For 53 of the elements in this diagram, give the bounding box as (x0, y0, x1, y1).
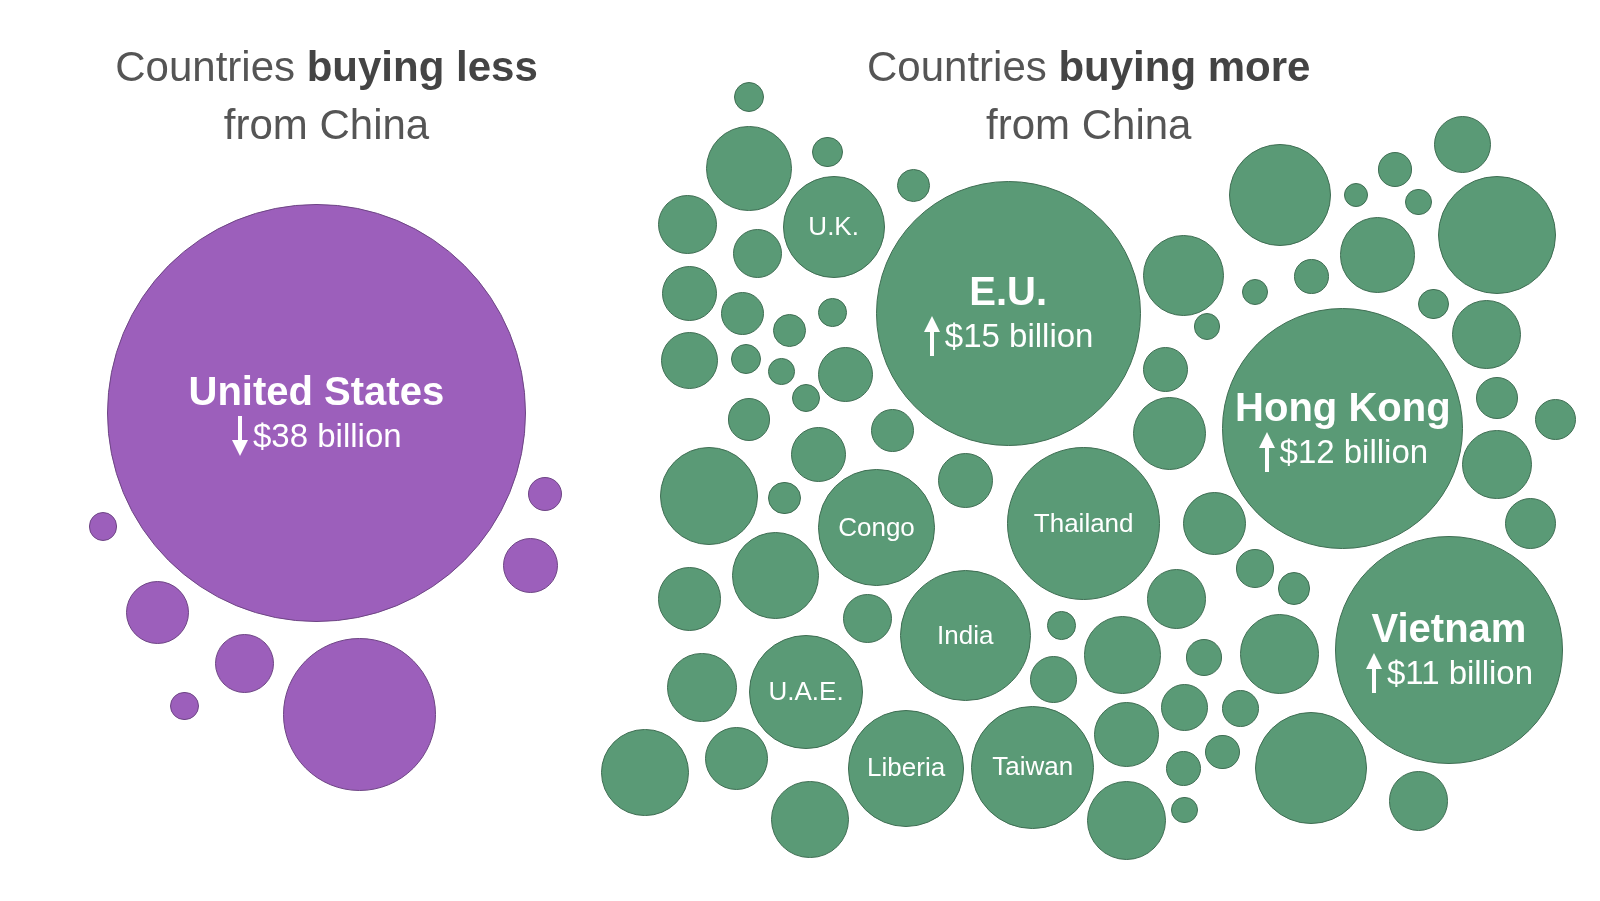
bubble (768, 358, 795, 385)
bubble (871, 409, 915, 452)
bubble (1293, 259, 1329, 294)
country-name: India (937, 620, 994, 651)
trade-change-value: $11 billion (1386, 653, 1534, 693)
country-name: Liberia (867, 753, 946, 784)
bubble (88, 512, 118, 541)
bubble (1405, 188, 1432, 216)
country-name: Vietnam (1371, 605, 1527, 651)
bubble (170, 691, 199, 721)
bubble (1171, 796, 1198, 824)
bubble (812, 136, 843, 168)
country-name: Congo (838, 512, 915, 543)
section-heading: Countries buying more from China (866, 42, 1312, 150)
bubble (1029, 656, 1077, 704)
bubble (791, 383, 821, 413)
bubble (1475, 376, 1519, 420)
bubble (896, 169, 930, 202)
bubble (730, 343, 762, 375)
country-name: U.K. (808, 211, 859, 242)
bubble (727, 397, 771, 441)
bubble (1343, 182, 1369, 208)
bubble (768, 481, 801, 515)
bubble (818, 297, 847, 327)
bubble (1185, 638, 1223, 676)
trade-change-value: $12 billion (1279, 431, 1429, 472)
bubble (1235, 548, 1275, 588)
bubble (1146, 569, 1207, 629)
country-name: Hong Kong (1235, 383, 1451, 430)
bubble (1193, 313, 1221, 340)
bubble (1046, 611, 1076, 640)
bubble (1377, 152, 1413, 187)
bubble (527, 476, 563, 512)
bubble (1166, 751, 1201, 786)
country-name: United States (188, 368, 445, 415)
trade-change-value: $38 billion (253, 416, 402, 457)
bubble (1222, 689, 1260, 727)
bubble (1534, 398, 1576, 440)
bubble (773, 314, 807, 347)
country-name: Taiwan (992, 752, 1074, 783)
bubble (1418, 288, 1449, 320)
bubble (1205, 734, 1240, 770)
bubble (1505, 497, 1557, 549)
country-name: U.A.E. (768, 676, 844, 707)
bubble (1433, 116, 1491, 174)
bubble (733, 81, 765, 113)
bubble (1241, 278, 1269, 306)
trade-change-value: $15 billion (944, 316, 1094, 357)
bubble (1277, 572, 1311, 606)
country-name: E.U. (969, 268, 1048, 315)
section-heading: Countries buying less from China (114, 42, 539, 150)
bubble (1182, 491, 1246, 556)
country-name: Thailand (1033, 508, 1134, 539)
